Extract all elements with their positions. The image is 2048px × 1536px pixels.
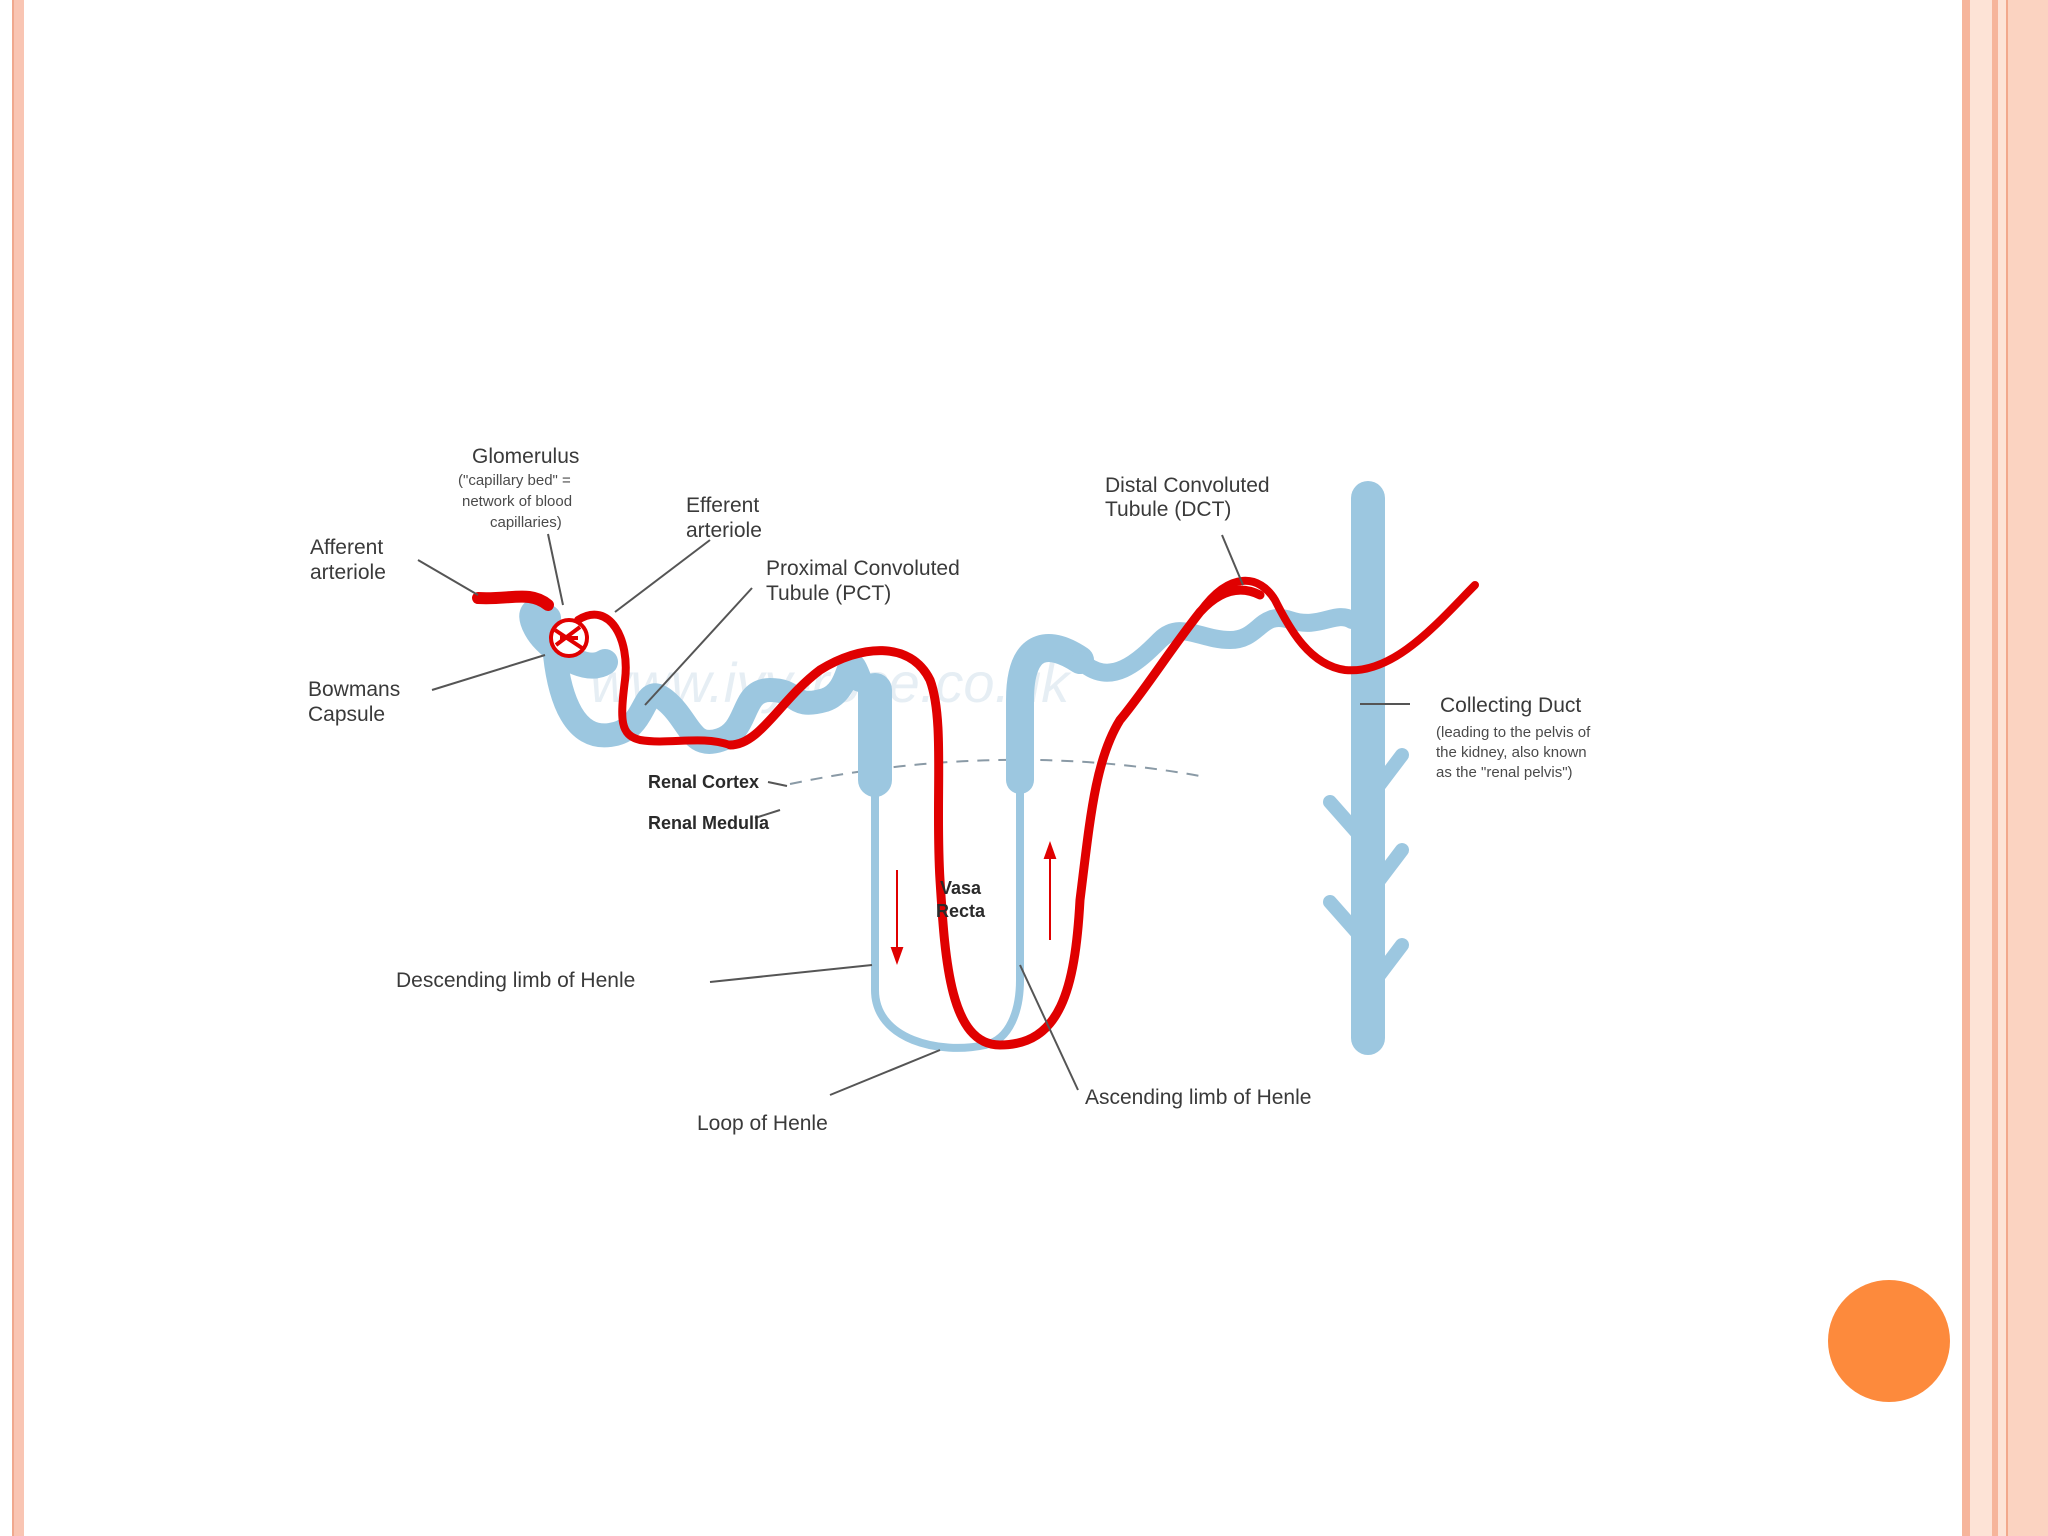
glomerulus-knot bbox=[549, 618, 589, 658]
label-bowmans-capsule: Bowmans Capsule bbox=[308, 678, 406, 726]
renal-tubule bbox=[519, 599, 1361, 1052]
label-ascending-limb: Ascending limb of Henle bbox=[1085, 1086, 1311, 1109]
slide-frame-left bbox=[12, 0, 24, 1536]
label-glomerulus: Glomerulus bbox=[472, 445, 579, 468]
label-efferent-arteriole: Efferent arteriole bbox=[686, 494, 765, 542]
label-dct: Distal Convoluted Tubule (DCT) bbox=[1105, 474, 1275, 521]
label-renal-medulla: Renal Medulla bbox=[648, 813, 770, 833]
blood-vessels bbox=[472, 576, 1479, 1050]
label-glomerulus-note: ("capillary bed" = network of blood capi… bbox=[458, 472, 576, 531]
label-renal-cortex: Renal Cortex bbox=[648, 772, 759, 792]
label-loop-of-henle: Loop of Henle bbox=[697, 1112, 828, 1135]
cortex-medulla-boundary bbox=[789, 758, 1201, 785]
leader-lines bbox=[417, 533, 1410, 1096]
label-collecting-duct-note: (leading to the pelvis of the kidney, al… bbox=[1436, 724, 1594, 781]
label-collecting-duct: Collecting Duct bbox=[1440, 694, 1581, 717]
label-afferent-arteriole: Afferent arteriole bbox=[310, 536, 389, 584]
accent-circle bbox=[1828, 1280, 1950, 1402]
label-pct: Proximal Convoluted Tubule (PCT) bbox=[766, 557, 966, 605]
collecting-duct bbox=[1323, 481, 1409, 1055]
label-descending-limb: Descending limb of Henle bbox=[396, 969, 635, 992]
label-vasa-recta: Vasa Recta bbox=[936, 878, 986, 921]
slide-frame-right bbox=[1962, 0, 2048, 1536]
flow-arrows bbox=[890, 841, 1057, 965]
